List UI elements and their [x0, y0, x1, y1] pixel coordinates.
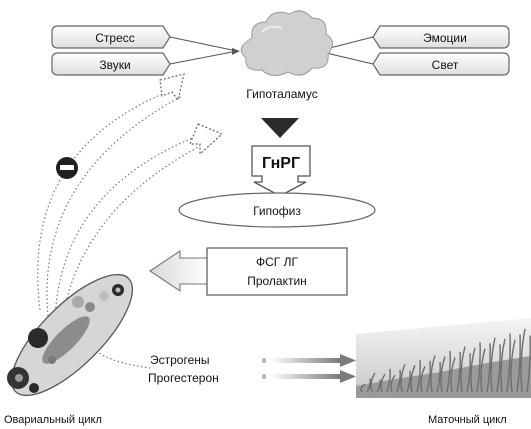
endometrial-gland [466, 353, 471, 393]
endometrial-gland [430, 355, 436, 393]
input-box-sounds: Звуки [51, 52, 171, 76]
endometrial-gland [510, 339, 516, 393]
endometrial-gland [390, 374, 396, 393]
gnrh-box: ГнРГ [251, 145, 311, 197]
endometrial-gland [360, 383, 366, 393]
endometrial-gland [410, 365, 416, 393]
feedback-arrowhead-lower [189, 123, 224, 156]
uterine-cycle-label: Маточный цикл [428, 414, 507, 426]
endometrial-gland [486, 343, 491, 393]
endometrial-gland [496, 344, 501, 393]
endometrial-gland [416, 359, 421, 393]
input-label-emotions: Эмоции [423, 31, 467, 45]
feedback-arrowhead-upper [159, 73, 185, 102]
endometrial-gland [526, 335, 531, 393]
endometrial-gland [460, 346, 466, 393]
down-arrow-dark [261, 118, 299, 138]
input-label-light: Свет [432, 58, 459, 72]
endometrial-gland [440, 356, 446, 393]
input-box-light: Свет [372, 52, 510, 76]
endometrial-gland [476, 342, 481, 393]
pituitary-ellipse [178, 192, 376, 228]
ovarian-hormone-estrogens: Эстрогены [150, 353, 210, 367]
pituitary-label: Гипофиз [253, 204, 301, 218]
endometrial-gland [400, 363, 406, 393]
endometrial-gland [370, 372, 376, 393]
endometrial-gland [506, 333, 511, 393]
endometrial-gland [386, 368, 391, 393]
input-box-stress: Стресс [51, 25, 171, 49]
endometrial-gland [520, 328, 526, 393]
ovary-illustration [7, 273, 134, 397]
endometrial-gland [456, 352, 461, 393]
gnrh-label: ГнРГ [262, 155, 300, 172]
input-box-emotions: Эмоции [372, 25, 510, 49]
endometrial-gland [376, 379, 381, 393]
pituitary-hormones-box: ФСГ ЛГ Пролактин [149, 247, 348, 296]
input-label-sounds: Звуки [99, 58, 130, 72]
ovarian-cycle-label: Овариальный цикл [4, 414, 102, 426]
endometrial-gland [516, 334, 521, 393]
uterine-cycle-illustration [356, 318, 531, 398]
endometrial-gland [396, 369, 401, 393]
endometrial-gland [380, 373, 386, 393]
hormone-label-fsh-lh: ФСГ ЛГ [256, 255, 298, 269]
endometrial-gland [450, 357, 456, 393]
hormone-label-prolactin: Пролактин [247, 274, 307, 288]
ovarian-hormone-progesterone: Прогестерон [148, 371, 219, 385]
inhibition-sign [56, 157, 78, 179]
endometrial-gland [500, 338, 506, 393]
hypothalamus-cloud [240, 10, 333, 76]
endometrial-gland [490, 337, 496, 393]
endometrial-gland [470, 347, 476, 393]
hormone-arrows [262, 354, 356, 383]
input-label-stress: Стресс [95, 31, 135, 45]
endometrial-gland [406, 370, 411, 393]
hypothalamus-label: Гипоталамус [246, 87, 317, 101]
endometrial-gland [480, 348, 486, 393]
endometrial-gland [366, 378, 371, 393]
endometrial-gland [436, 361, 441, 393]
endometrial-gland [446, 350, 451, 393]
endometrial-gland [420, 366, 426, 393]
endometrial-gland [426, 360, 431, 393]
